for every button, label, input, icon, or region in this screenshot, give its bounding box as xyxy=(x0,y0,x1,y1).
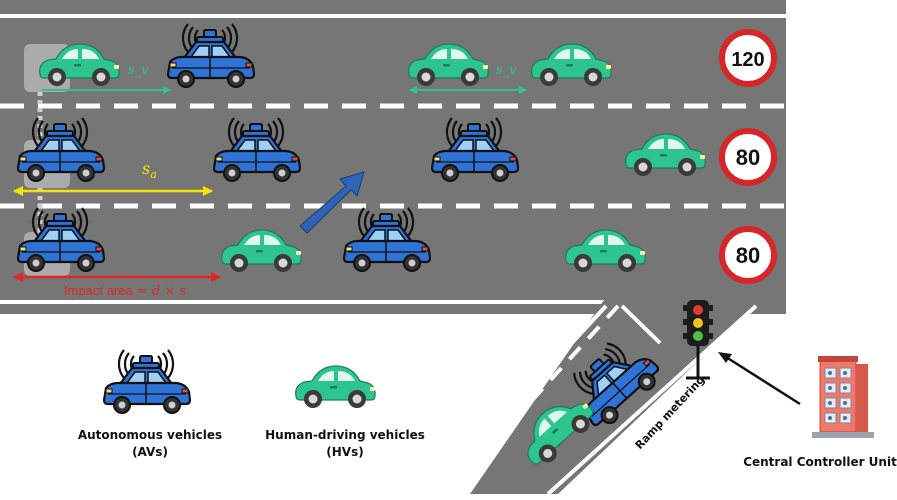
control-signal-arrow xyxy=(718,352,801,406)
legend-hv-label: Human-driving vehicles (HVs) xyxy=(250,427,440,461)
speed-limit-sign-lane3: 80 xyxy=(719,226,777,284)
legend-hv-label-line1: Human-driving vehicles xyxy=(265,428,425,442)
speed-limit-sign-lane1: 120 xyxy=(719,29,777,87)
speed-limit-sign-lane2: 80 xyxy=(719,128,777,186)
server-icon xyxy=(812,356,874,438)
central-controller-label: Central Controller Unit xyxy=(743,455,897,469)
legend-av-label-line2: (AVs) xyxy=(132,445,168,459)
legend-av-label-line1: Autonomous vehicles xyxy=(77,428,223,442)
impact-area-label: Impact area = d × s xyxy=(64,283,186,299)
legend-av-label: Autonomous vehicles (AVs) xyxy=(70,427,230,461)
svg-text:120: 120 xyxy=(731,49,764,71)
svg-text:80: 80 xyxy=(736,243,760,268)
gap-sv-label-1: s_v xyxy=(128,63,149,78)
gap-sa-label: sa xyxy=(142,159,157,181)
lane-markings xyxy=(0,103,786,209)
legend-hv-icon xyxy=(295,365,376,409)
traffic-light-icon xyxy=(683,300,713,380)
legend-av-icon xyxy=(102,348,192,440)
legend-hv-label-line2: (HVs) xyxy=(326,445,364,459)
svg-text:80: 80 xyxy=(736,145,760,170)
gap-sv-label-2: s_v xyxy=(496,63,517,78)
lane-change-arrow xyxy=(299,171,365,234)
